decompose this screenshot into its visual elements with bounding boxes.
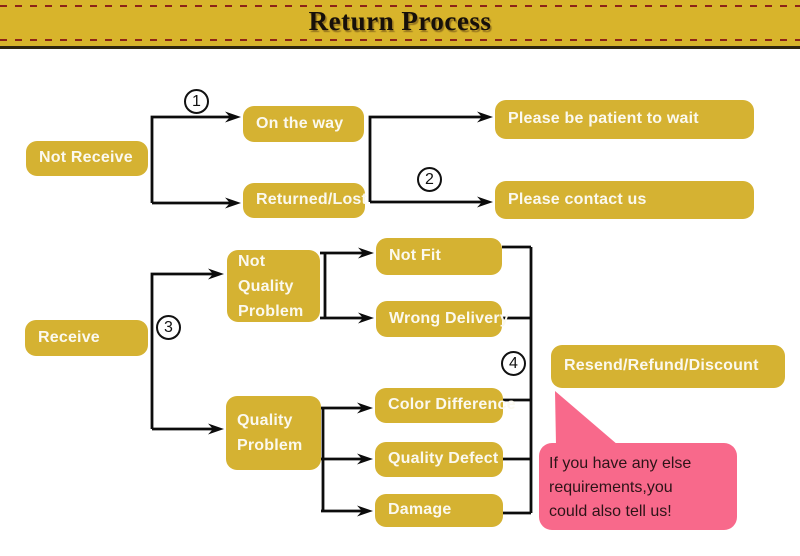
edge-nqp-fanout <box>320 251 363 320</box>
step-circle-4: 4 <box>501 351 526 376</box>
node-returned-lost: Returned/Lost <box>243 183 367 218</box>
node-quality-defect: Quality Defect <box>375 442 503 477</box>
speech-bubble-text-line: If you have any else <box>549 455 692 472</box>
step-circle-2: 2 <box>417 167 442 192</box>
speech-bubble-text-line: requirements,you <box>549 479 673 496</box>
edge-qp-fanout <box>321 406 362 513</box>
edge-not-receive-branch <box>150 115 230 205</box>
step-circle-1: 1 <box>184 89 209 114</box>
node-not-quality-problem: Not Quality Problem <box>227 250 320 322</box>
page-title: Return Process <box>308 6 492 36</box>
node-please-contact-us: Please contact us <box>495 181 754 219</box>
node-receive: Receive <box>25 320 148 356</box>
edge-right-bracket <box>368 115 482 204</box>
node-wrong-delivery: Wrong Delivery <box>376 301 509 337</box>
speech-bubble: If you have any else requirements,you co… <box>539 443 737 530</box>
node-on-the-way: On the way <box>243 106 364 142</box>
node-damage: Damage <box>375 494 503 527</box>
step-circle-3: 3 <box>156 315 181 340</box>
node-quality-problem: Quality Problem <box>226 396 321 470</box>
node-color-difference: Color Difference <box>375 388 515 423</box>
dashed-line-top <box>0 5 800 7</box>
node-resend-refund-discount: Resend/Refund/Discount <box>551 345 785 388</box>
speech-bubble-text-line: could also tell us! <box>549 503 672 520</box>
dashed-line-bottom <box>0 39 800 41</box>
node-please-be-patient: Please be patient to wait <box>495 100 754 139</box>
header-banner: Return Process <box>0 0 800 49</box>
node-not-fit: Not Fit <box>376 238 502 275</box>
node-not-receive: Not Receive <box>26 141 148 176</box>
speech-bubble-tail <box>555 391 618 445</box>
edge-collector-rail <box>502 245 533 515</box>
arrowheads <box>208 111 493 517</box>
edge-receive-branch <box>150 272 213 431</box>
